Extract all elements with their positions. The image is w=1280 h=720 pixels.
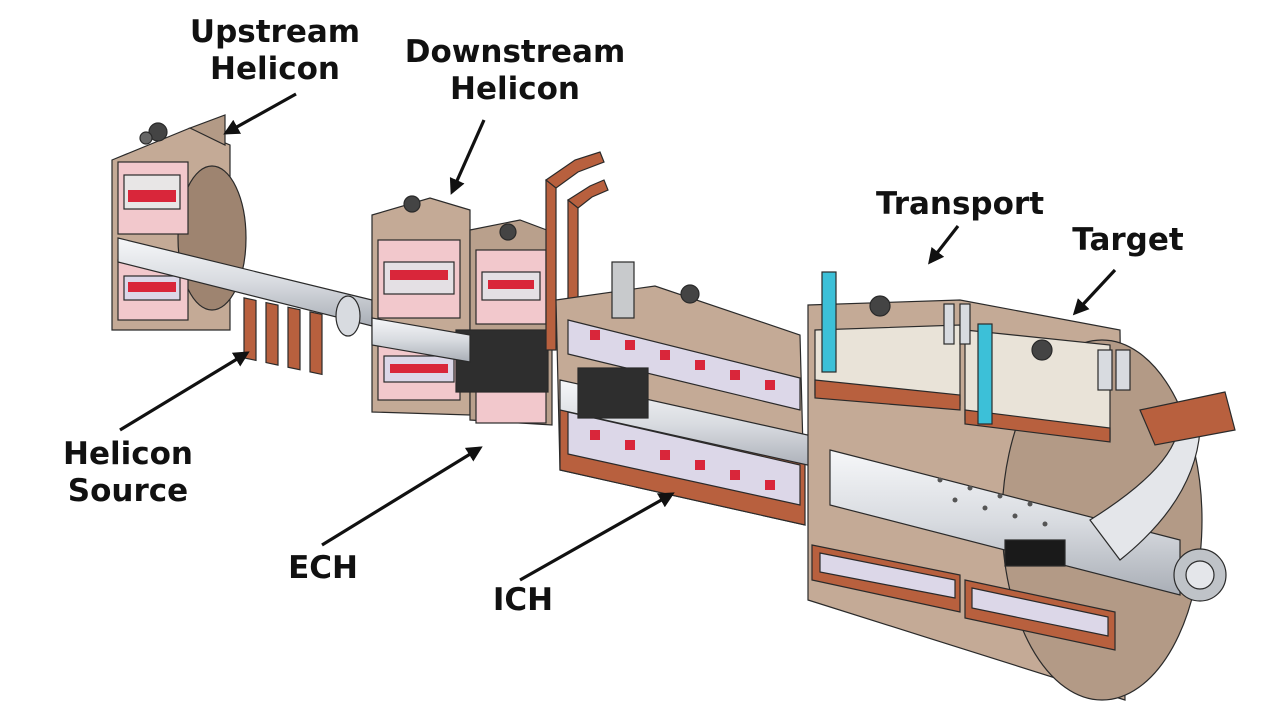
arrow-transport <box>928 225 960 265</box>
callout-arrows <box>119 92 1117 582</box>
transport-target-section <box>807 271 1236 701</box>
arrow-downstream-helicon <box>449 119 486 195</box>
downstream-helicon-module <box>371 195 553 426</box>
label-ech: ECH <box>288 550 358 586</box>
helicon-source-tube <box>117 237 373 376</box>
arrow-upstream-helicon <box>223 92 297 135</box>
ich-section <box>555 261 831 526</box>
label-transport: Transport <box>875 186 1045 222</box>
arrow-ich <box>519 492 675 582</box>
label-helicon-source: Helicon Source <box>63 436 193 509</box>
label-target: Target <box>1072 222 1184 258</box>
label-downstream-helicon: Downstream Helicon <box>404 34 626 107</box>
arrow-ech <box>321 446 483 547</box>
label-upstream-helicon: Upstream Helicon <box>189 14 361 87</box>
arrow-target <box>1072 268 1117 316</box>
label-ich: ICH <box>492 582 554 618</box>
upstream-helicon-module <box>111 114 247 331</box>
copper-feed-pipes <box>544 151 609 351</box>
arrow-helicon-source <box>119 351 250 432</box>
